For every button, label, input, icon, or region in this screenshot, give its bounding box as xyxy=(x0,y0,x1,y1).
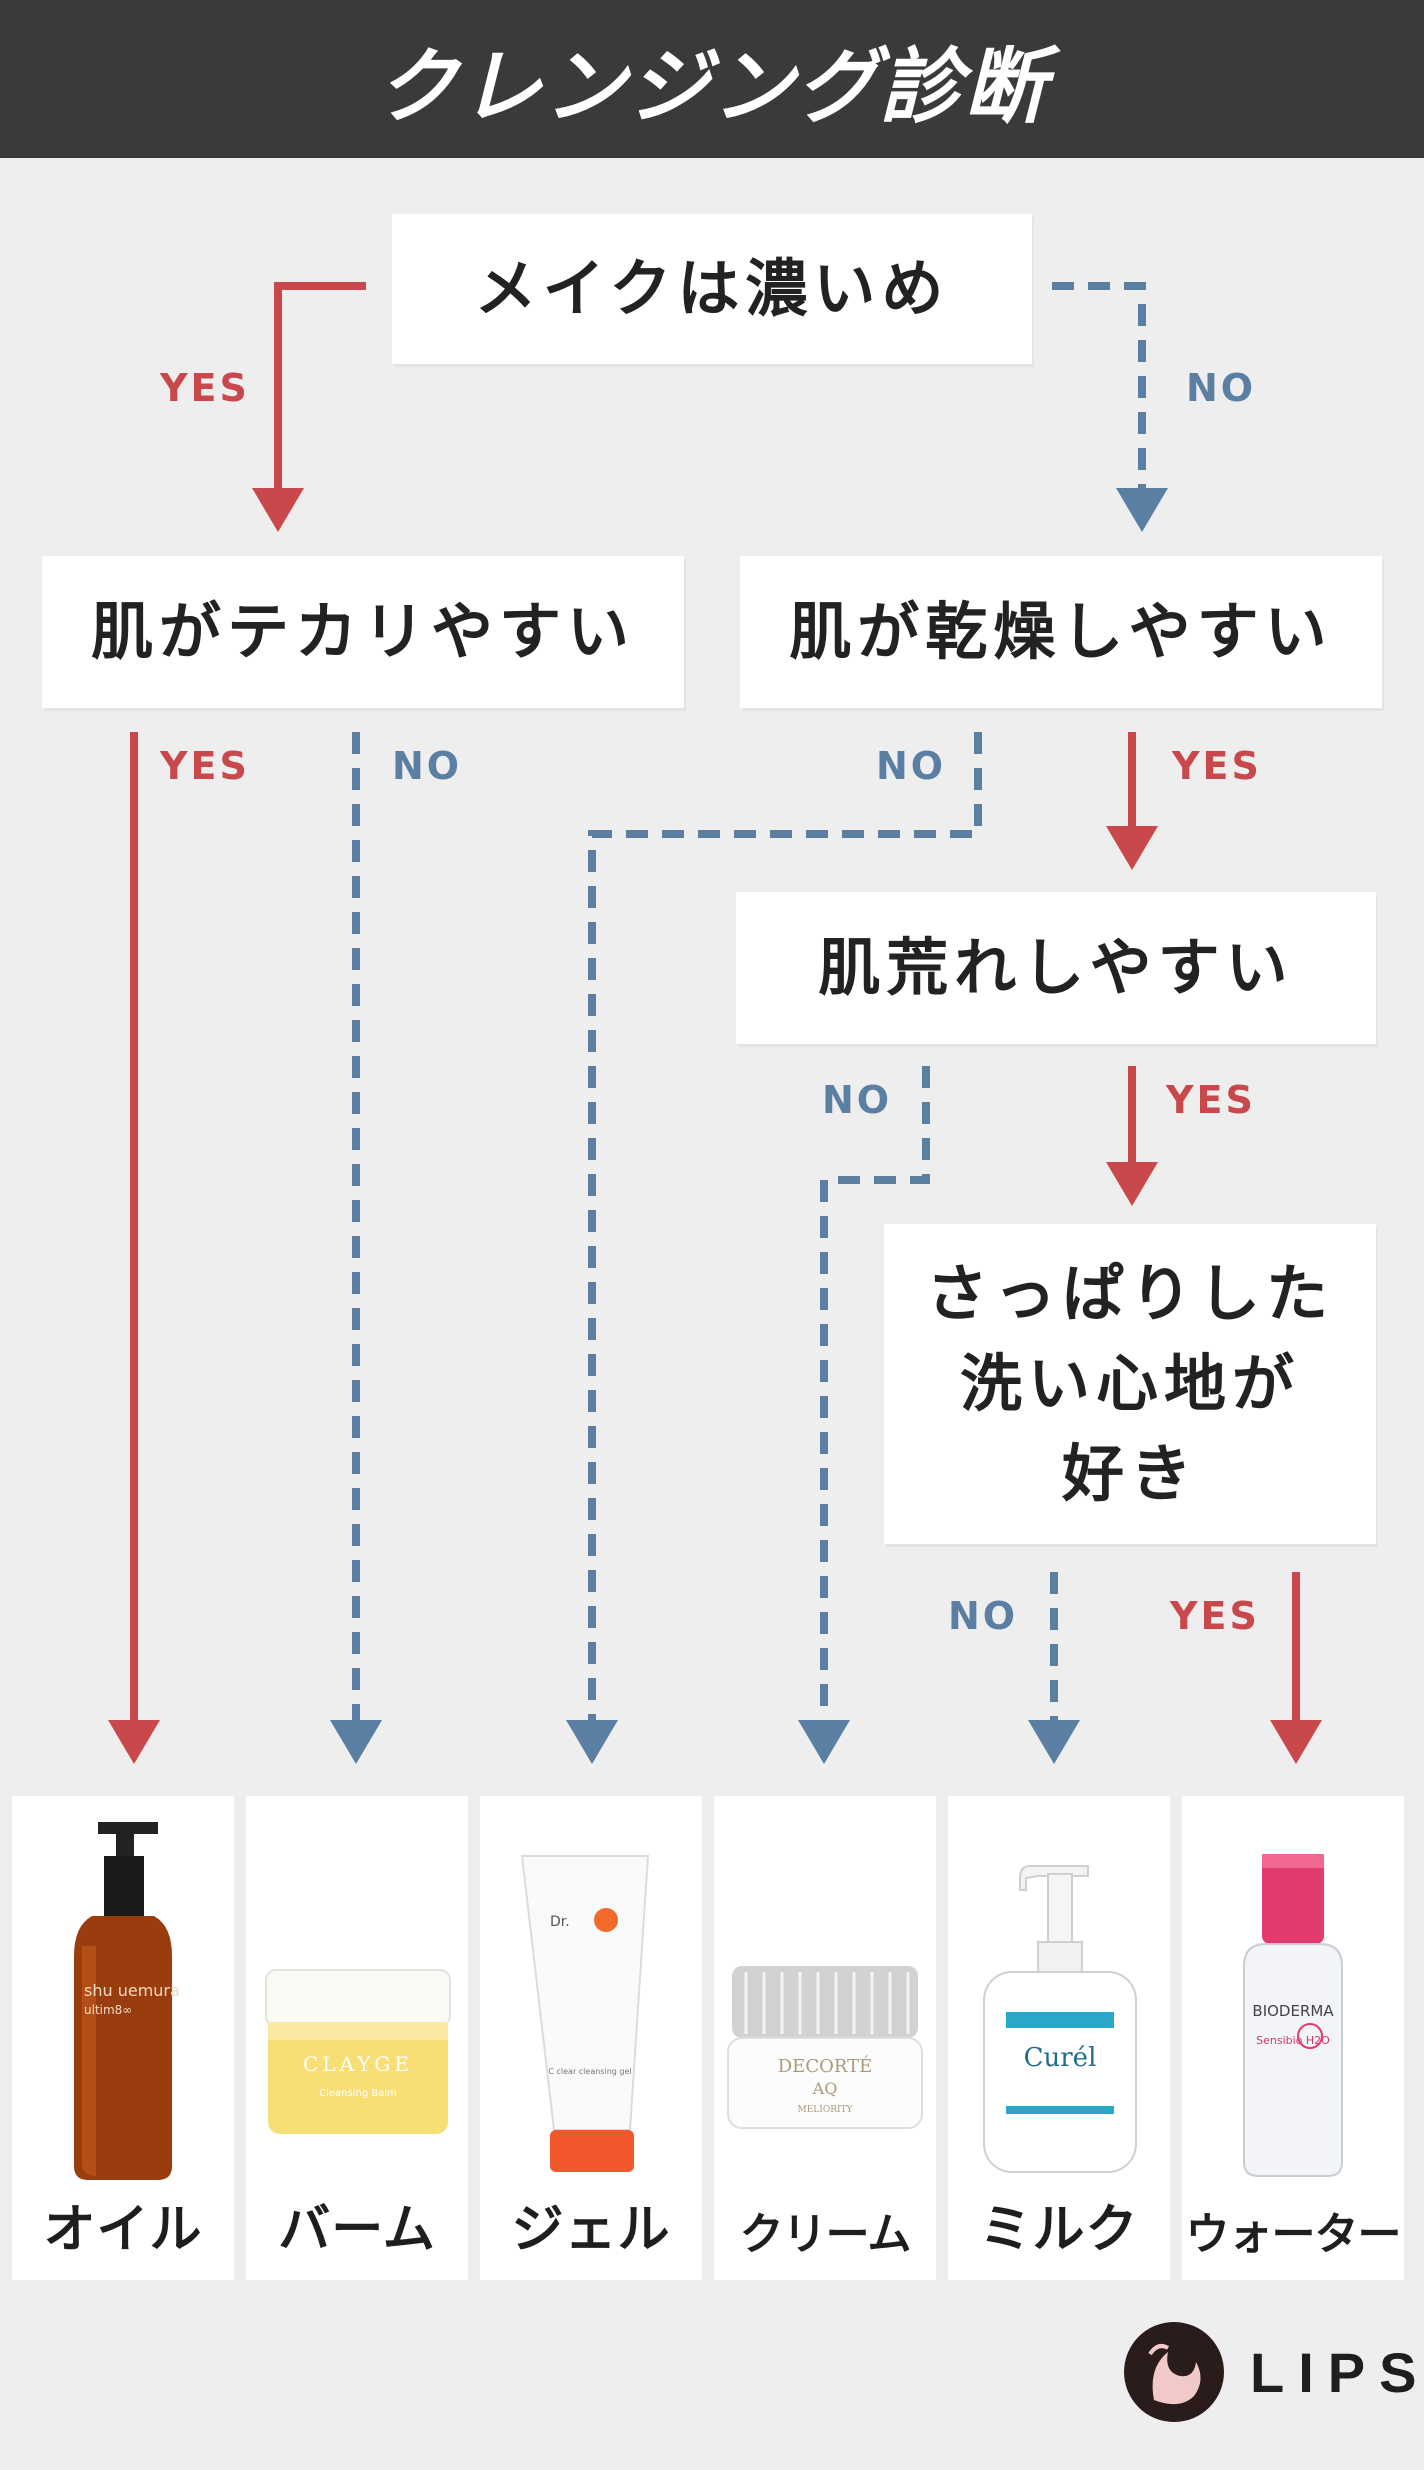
arrowhead-q5 xyxy=(1106,1162,1158,1206)
page-title: クレンジング診断 xyxy=(376,39,1048,135)
arrowhead-q4 xyxy=(1106,826,1158,870)
arrowhead-balm xyxy=(330,1720,382,1764)
result-label: ウォーター xyxy=(1185,2209,1402,2260)
result-card-oil: shu uemura ultim8∞ オイル xyxy=(12,1796,234,2280)
cream-jar-icon: DECORTÉ AQ MELIORITY xyxy=(727,1966,923,2129)
question-oily-skin: 肌がテカリやすい xyxy=(42,556,684,708)
result-label: ジェル xyxy=(511,2200,671,2260)
arrowhead-q1-no xyxy=(1116,488,1168,532)
product-line-text: Sensibio H2O xyxy=(1256,2034,1330,2047)
arrow-q3-no xyxy=(588,732,982,1722)
result-card-milk: Curél ミルク xyxy=(948,1796,1170,2280)
label-no: NO xyxy=(876,744,947,788)
result-label: クリーム xyxy=(739,2209,912,2260)
arrowhead-gel xyxy=(566,1720,618,1764)
product-brand-text: CLAYGE xyxy=(303,2052,413,2076)
oil-bottle-icon: shu uemura ultim8∞ xyxy=(74,1822,180,2180)
arrow-q1-yes xyxy=(274,282,366,492)
arrow-q4-no xyxy=(820,1066,930,1722)
question-heavy-makeup: メイクは濃いめ xyxy=(392,214,1032,364)
question-line: さっぱりした xyxy=(925,1257,1334,1331)
label-yes: YES xyxy=(160,744,250,788)
question-line: 洗い心地が xyxy=(959,1347,1300,1421)
result-card-gel: Dr. C clear cleansing gel ジェル xyxy=(480,1796,702,2280)
product-line-text: Cleansing Balm xyxy=(319,2088,397,2099)
balm-jar-icon: CLAYGE Cleansing Balm xyxy=(265,1969,451,2134)
brand-logo: LIPS xyxy=(1124,2322,1424,2422)
result-label: ミルク xyxy=(979,2200,1139,2260)
arrowhead-oil xyxy=(108,1720,160,1764)
product-brand-text: Dr. xyxy=(550,1914,570,1930)
question-dry-skin: 肌が乾燥しやすい xyxy=(740,556,1382,708)
product-brand-text: BIODERMA xyxy=(1252,2002,1334,2020)
brand-name: LIPS xyxy=(1250,2340,1424,2404)
gel-tube-icon: Dr. C clear cleansing gel xyxy=(520,1855,650,2172)
header-bar: クレンジング診断 xyxy=(0,0,1424,158)
arrow-q1-no xyxy=(1052,282,1146,492)
product-line-text: MELIORITY xyxy=(798,2105,854,2115)
water-bottle-icon: BIODERMA Sensibio H2O xyxy=(1243,1854,1343,2177)
result-label: オイル xyxy=(43,2200,203,2260)
milk-pump-bottle-icon: Curél xyxy=(983,1865,1137,2173)
question-line: 好き xyxy=(1061,1436,1198,1510)
lips-logo-icon xyxy=(1124,2322,1224,2422)
result-card-cream: DECORTÉ AQ MELIORITY クリーム xyxy=(714,1796,936,2280)
label-no: NO xyxy=(1186,366,1257,410)
arrowhead-milk xyxy=(1028,1720,1080,1764)
label-yes: YES xyxy=(1170,1594,1260,1638)
result-card-water: BIODERMA Sensibio H2O ウォーター xyxy=(1182,1796,1404,2280)
arrowhead-q1-yes xyxy=(252,488,304,532)
question-sensitive-skin: 肌荒れしやすい xyxy=(736,892,1376,1044)
label-yes: YES xyxy=(1172,744,1262,788)
arrowhead-water xyxy=(1270,1720,1322,1764)
product-brand-text: Curél xyxy=(1024,2043,1097,2073)
label-no: NO xyxy=(948,1594,1019,1638)
question-refreshing-wash: さっぱりした 洗い心地が 好き xyxy=(884,1224,1376,1544)
arrowhead-cream xyxy=(798,1720,850,1764)
label-yes: YES xyxy=(160,366,250,410)
product-brand-text: DECORTÉ xyxy=(778,2054,872,2077)
label-yes: YES xyxy=(1166,1078,1256,1122)
result-card-balm: CLAYGE Cleansing Balm バーム xyxy=(246,1796,468,2280)
product-brand-text: shu uemura xyxy=(84,1981,180,2000)
label-no: NO xyxy=(822,1078,893,1122)
product-line-text: ultim8∞ xyxy=(84,2003,132,2017)
product-line-text: AQ xyxy=(812,2079,838,2098)
result-label: バーム xyxy=(278,2200,436,2260)
product-line-text: C clear cleansing gel xyxy=(548,2067,631,2076)
label-no: NO xyxy=(392,744,463,788)
